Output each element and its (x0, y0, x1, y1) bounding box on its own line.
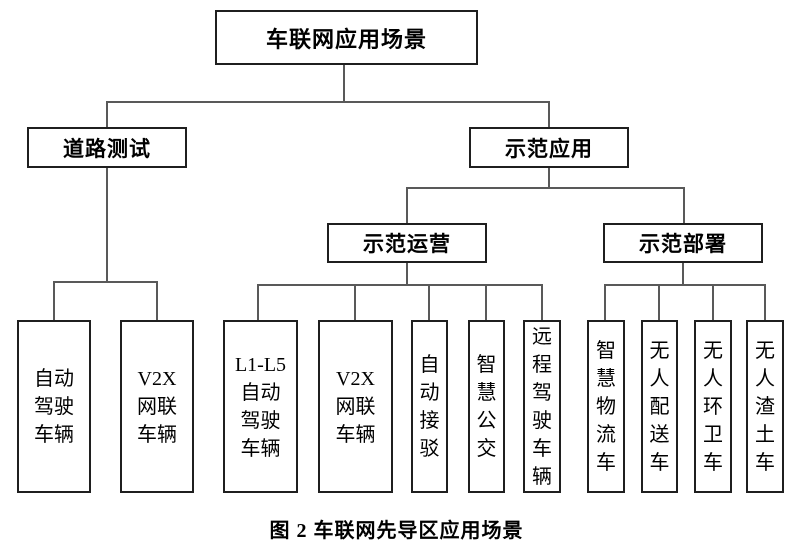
connector-line (406, 262, 408, 286)
branch-road-testing: 道路测试 (27, 127, 187, 168)
branch-demonstration-application: 示范应用 (469, 127, 629, 168)
leaf-remote-driving-vehicles: 远 程 驾 驶 车 辆 (523, 320, 561, 493)
connector-line (604, 284, 766, 286)
connector-line (354, 284, 356, 321)
leaf-autonomous-driving-vehicles: 自动 驾驶 车辆 (17, 320, 91, 493)
connector-line (764, 284, 766, 321)
connector-line (343, 65, 345, 103)
connector-line (548, 101, 550, 128)
connector-line (428, 284, 430, 321)
leaf-v2x-connected-vehicles-road-test: V2X 网联 车辆 (120, 320, 194, 493)
connector-line (406, 187, 685, 189)
connector-line (106, 101, 108, 128)
leaf-l1-l5-autonomous-driving-vehicles: L1-L5 自动 驾驶 车辆 (223, 320, 298, 493)
leaf-unmanned-delivery-vehicle: 无 人 配 送 车 (641, 320, 678, 493)
connector-line (712, 284, 714, 321)
connector-line (257, 284, 543, 286)
subbranch-demonstration-operation: 示范运营 (327, 223, 487, 263)
leaf-v2x-connected-vehicles-operation: V2X 网联 车辆 (318, 320, 393, 493)
root-box-iov-application-scenarios: 车联网应用场景 (215, 10, 478, 65)
leaf-unmanned-sanitation-vehicle: 无 人 环 卫 车 (694, 320, 732, 493)
subbranch-demonstration-deployment: 示范部署 (603, 223, 763, 263)
connector-line (485, 284, 487, 321)
leaf-smart-bus: 智 慧 公 交 (468, 320, 505, 493)
connector-line (106, 167, 108, 283)
connector-line (106, 101, 550, 103)
connector-line (682, 262, 684, 286)
connector-line (53, 281, 55, 321)
connector-line (53, 281, 158, 283)
connector-line (604, 284, 606, 321)
connector-line (541, 284, 543, 321)
leaf-smart-logistics-vehicle: 智 慧 物 流 车 (587, 320, 625, 493)
connector-line (548, 168, 550, 189)
figure-caption: 图 2 车联网先导区应用场景 (269, 520, 524, 542)
connector-line (683, 187, 685, 224)
connector-line (156, 281, 158, 321)
connector-line (257, 284, 259, 321)
connector-line (406, 187, 408, 224)
leaf-automated-shuttle: 自 动 接 驳 (411, 320, 448, 493)
connector-line (658, 284, 660, 321)
leaf-unmanned-dump-truck: 无 人 渣 土 车 (746, 320, 784, 493)
